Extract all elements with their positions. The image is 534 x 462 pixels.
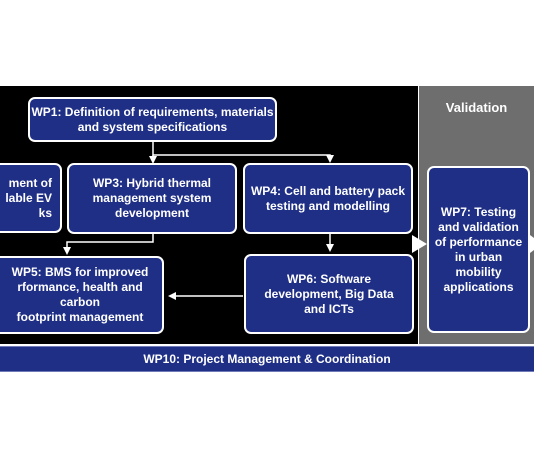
wp4-box: WP4: Cell and battery pack testing and m… xyxy=(243,163,413,234)
wp2-box: ment of lable EV ks xyxy=(0,163,62,233)
arrow-beyond-validation xyxy=(530,235,534,253)
wp5-box: WP5: BMS for improved rformance, health … xyxy=(0,256,164,334)
wp1-box: WP1: Definition of requirements, materia… xyxy=(28,97,277,142)
arrow-wp3-to-wp5 xyxy=(63,233,154,255)
wp6-box: WP6: Software development, Big Data and … xyxy=(244,254,414,334)
arrow-wp1-branch xyxy=(152,141,334,163)
wp7-box: WP7: Testing and validation of performan… xyxy=(427,166,530,333)
validation-title: Validation xyxy=(445,100,508,115)
wp10-bar: WP10: Project Management & Coordination xyxy=(0,346,534,372)
arrow-to-validation xyxy=(412,235,427,253)
wp3-box: WP3: Hybrid thermal management system de… xyxy=(67,163,237,234)
